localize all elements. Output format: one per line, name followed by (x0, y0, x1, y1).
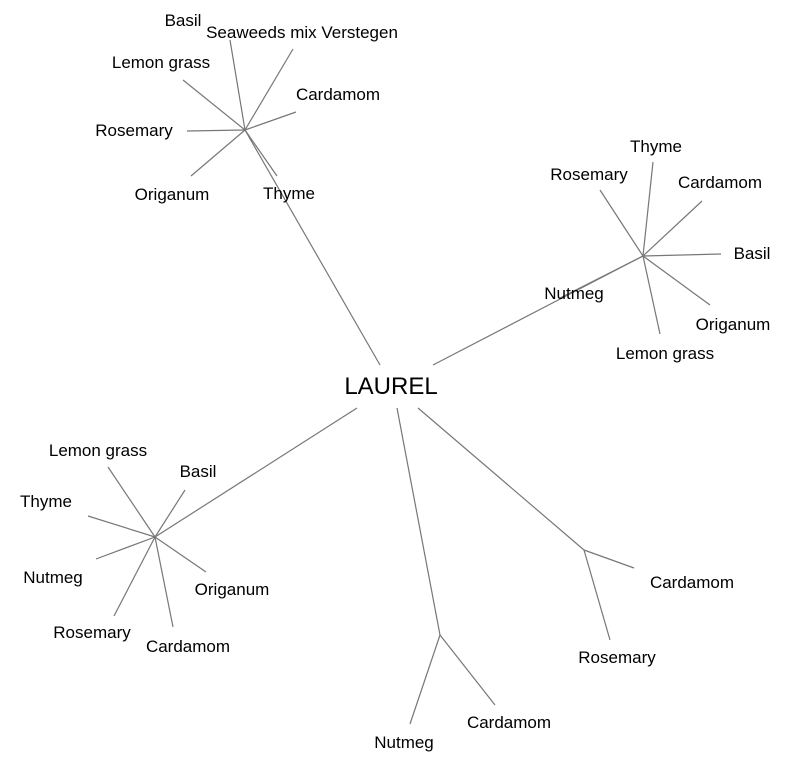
leaf-edge (409, 634, 441, 725)
leaf-node-label: Basil (165, 11, 202, 30)
leaf-node-label: Rosemary (550, 165, 628, 184)
leaf-node-label: Cardamom (296, 85, 380, 104)
leaf-edge (154, 489, 186, 538)
leaf-node-label: Lemon grass (49, 441, 147, 460)
leaf-node-label: Lemon grass (616, 344, 714, 363)
leaf-node-label: Cardamom (678, 173, 762, 192)
leaf-edge (87, 515, 156, 538)
leaf-edge (244, 111, 297, 131)
branch-edge-0 (244, 129, 381, 366)
leaf-node-label: Cardamom (467, 713, 551, 732)
leaf-edge (154, 536, 174, 628)
leaf-node-label: Basil (180, 462, 217, 481)
leaf-edge (113, 536, 156, 617)
leaf-edge (244, 129, 278, 177)
leaf-edge (642, 255, 661, 335)
leaf-edge (244, 48, 294, 131)
leaf-edge (642, 255, 711, 306)
leaf-node-label: Origanum (195, 580, 270, 599)
leaf-node-label: Lemon grass (112, 53, 210, 72)
leaf-node-label: Nutmeg (374, 733, 434, 752)
leaf-edge (154, 536, 207, 573)
leaf-edge (642, 161, 654, 257)
leaf-node-label: Cardamom (650, 573, 734, 592)
leaf-node-label: Thyme (20, 492, 72, 511)
leaf-node-label: Origanum (135, 185, 210, 204)
leaf-edge (229, 39, 246, 131)
leaf-node-label: Rosemary (53, 623, 131, 642)
leaf-node-label: Nutmeg (544, 284, 604, 303)
leaf-node-label: Origanum (696, 315, 771, 334)
leaf-edge (182, 79, 246, 131)
leaf-node-label: Basil (734, 244, 771, 263)
leaf-node-label: Nutmeg (23, 568, 83, 587)
leaf-node-label: Cardamom (146, 637, 230, 656)
leaf-node-label: Rosemary (578, 648, 656, 667)
leaf-edge (583, 549, 611, 641)
branch-edge-3 (396, 407, 441, 636)
leaf-node-label: Rosemary (95, 121, 173, 140)
branch-edge-4 (417, 407, 585, 551)
leaf-edge (642, 253, 722, 257)
leaf-edge (190, 129, 246, 177)
leaf-node-label: Thyme (630, 137, 682, 156)
root-node-label: LAUREL (344, 373, 437, 400)
leaf-edge (186, 129, 246, 132)
branch-edge-2 (154, 407, 358, 538)
leaf-edge (599, 189, 644, 257)
leaf-edge (95, 536, 156, 560)
leaf-edge (583, 549, 635, 569)
leaf-edge (559, 255, 644, 299)
leaf-node-label: Seaweeds mix Verstegen (206, 23, 398, 42)
leaf-edge (107, 466, 156, 538)
leaf-edge (642, 200, 703, 257)
leaf-node-label: Thyme (263, 184, 315, 203)
leaf-edge (439, 634, 496, 706)
